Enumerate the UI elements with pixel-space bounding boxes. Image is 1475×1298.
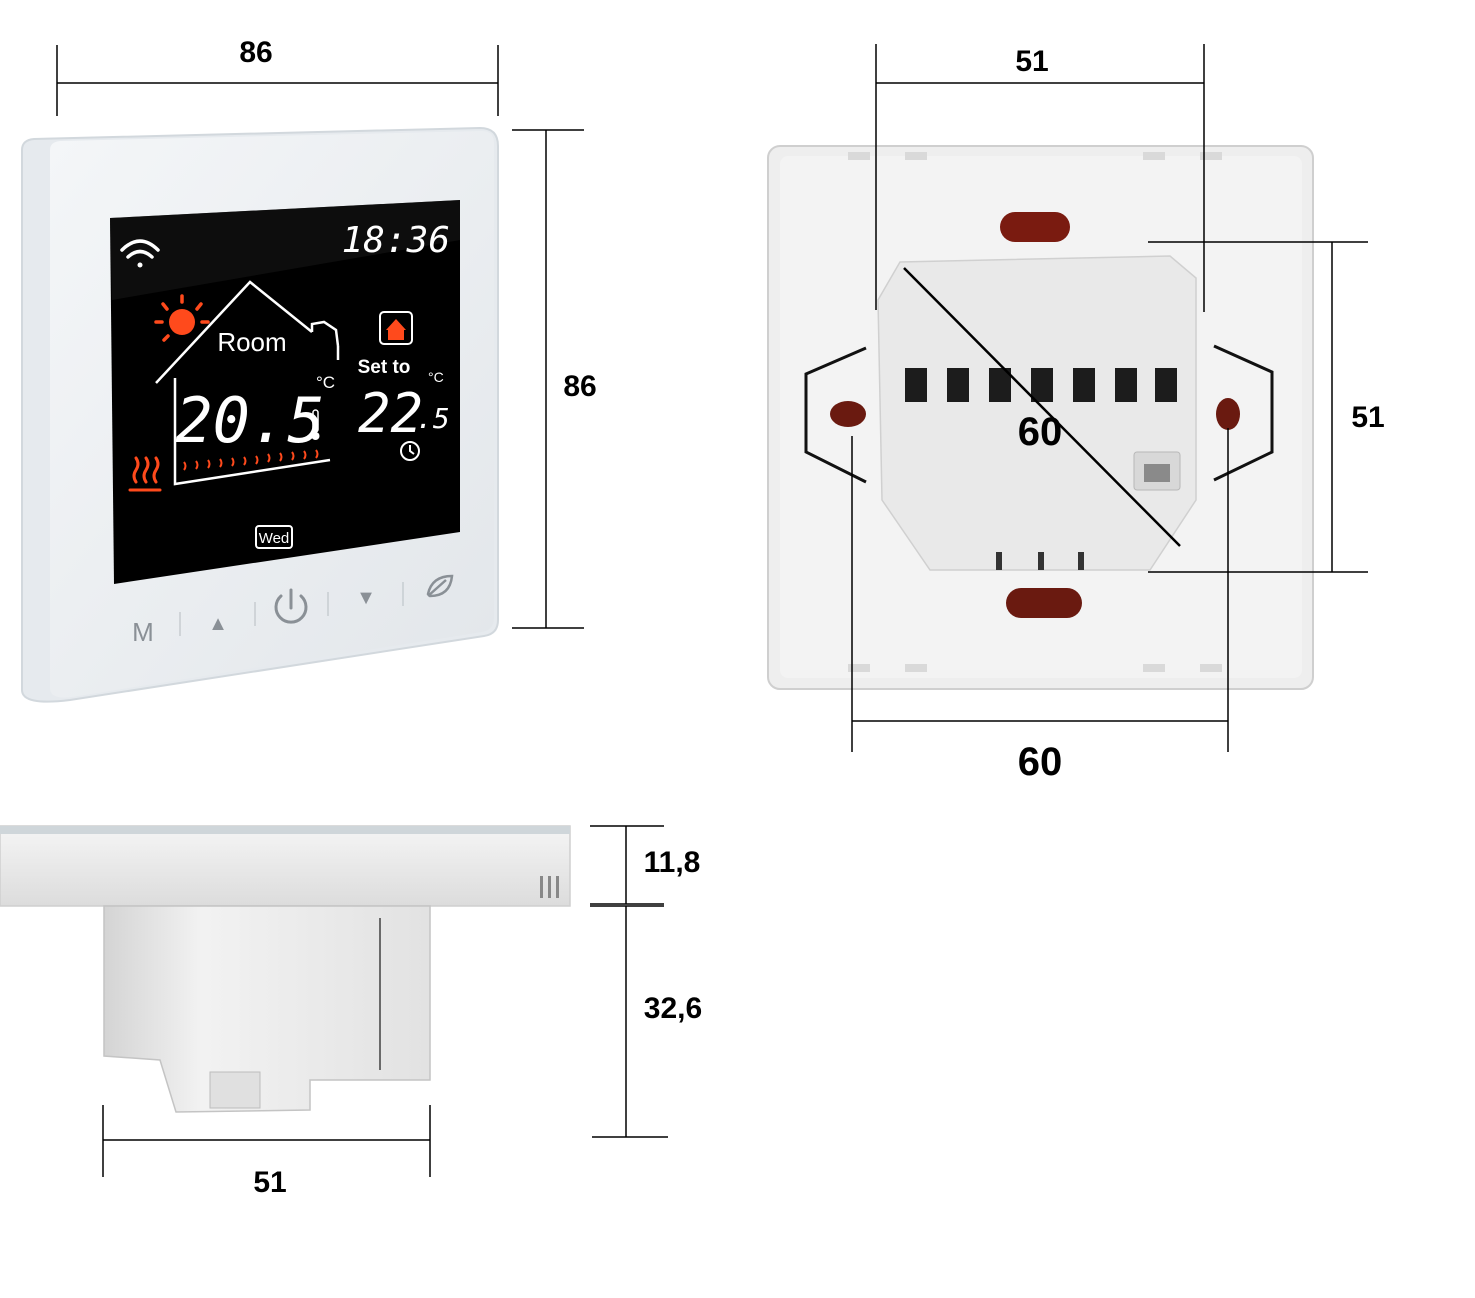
panel-thickness-label: 11,8 (644, 846, 701, 879)
set-temperature-decimal: .5 (416, 402, 450, 435)
thermostat-front: 18:36 Room 20.5 (21, 126, 499, 703)
front-view: 86 86 18:36 (21, 36, 597, 703)
side-view: 11,8 32,6 51 (0, 825, 702, 1199)
set-to-label: Set to (358, 357, 411, 378)
front-panel-edge (0, 825, 571, 907)
eco-leaf-button[interactable] (426, 574, 454, 598)
front-height-label: 86 (563, 370, 596, 403)
front-width-label: 86 (239, 36, 272, 69)
room-temperature-unit: °C (316, 373, 335, 392)
down-button[interactable]: ▼ (356, 587, 376, 609)
clock-icon (400, 441, 420, 461)
side-width-dimension: 51 (102, 1105, 431, 1199)
back-top-label: 51 (1015, 45, 1048, 78)
mode-button[interactable]: M (132, 617, 154, 647)
power-button[interactable] (274, 588, 308, 624)
back-diagonal-label: 60 (1018, 410, 1063, 454)
set-temperature-unit: °C (428, 369, 444, 385)
up-button[interactable]: ▲ (208, 613, 228, 635)
lcd-screen (110, 200, 460, 584)
day-label: Wed (259, 530, 290, 547)
wifi-icon (120, 239, 160, 268)
back-diagonal-dimension: 60 (903, 267, 1181, 547)
wiring-terminals (905, 368, 1177, 402)
right-screw-hole (1216, 398, 1240, 430)
thermostat-side (0, 825, 571, 1113)
body-depth-label: 32,6 (644, 992, 702, 1025)
thermometer-icon (311, 409, 320, 440)
side-body-dimension: 32,6 (590, 905, 702, 1138)
side-panel-dimension: 11,8 (590, 825, 701, 905)
button-row: M ▲ ▼ (132, 574, 454, 647)
back-bottom-dimension: 60 (851, 428, 1229, 784)
body-width-label: 51 (253, 1166, 286, 1199)
heating-icon (128, 456, 162, 492)
room-label: Room (217, 327, 286, 357)
day-badge: Wed (255, 525, 293, 549)
mounting-body (103, 905, 431, 1113)
clock-time: 18:36 (342, 220, 450, 261)
sun-icon (154, 294, 210, 342)
bottom-screw-slot (1006, 588, 1082, 618)
back-right-label: 51 (1351, 401, 1384, 434)
house-outline (155, 280, 340, 486)
back-view: 51 51 60 60 (767, 44, 1385, 784)
thermostat-back (767, 145, 1314, 690)
left-screw-hole (830, 401, 866, 427)
terminal-block (877, 255, 1197, 571)
home-mode-icon (379, 311, 413, 345)
front-width-dimension: 86 (56, 36, 499, 116)
back-top-dimension: 51 (875, 44, 1205, 312)
back-bottom-label: 60 (1018, 740, 1063, 784)
room-temperature: 20.5 (175, 384, 324, 457)
front-height-dimension: 86 (512, 129, 597, 629)
set-temperature: 22 (358, 382, 423, 445)
top-screw-slot (1000, 212, 1070, 242)
back-right-dimension: 51 (1148, 241, 1385, 573)
heating-level-bar (183, 449, 319, 471)
